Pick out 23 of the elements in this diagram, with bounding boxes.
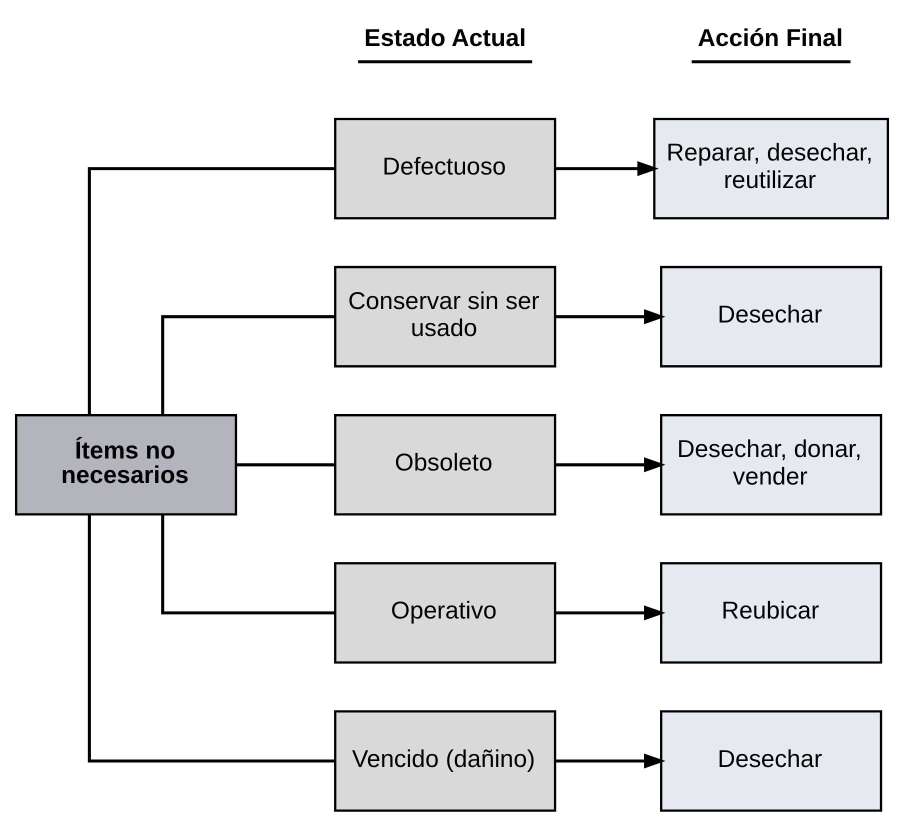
node-box: Defectuoso — [334, 118, 556, 220]
label: Acción Final — [698, 25, 843, 52]
node-box: Reparar, desechar, reutilizar — [653, 118, 890, 220]
arrow — [555, 309, 666, 324]
connector — [88, 515, 335, 763]
node-box: Operativo — [334, 562, 556, 664]
arrow — [555, 457, 666, 472]
arrow — [555, 753, 666, 768]
arrow — [555, 161, 659, 176]
connector — [236, 463, 335, 466]
node-box: Obsoleto — [334, 414, 556, 516]
connector — [161, 315, 336, 416]
arrow — [555, 605, 666, 620]
node-box: Desechar — [660, 266, 882, 368]
node-box: Ítems no necesarios — [14, 414, 238, 516]
node-box: Vencido (dañino) — [334, 710, 556, 812]
connector — [161, 514, 336, 614]
node-box: Conservar sin ser usado — [334, 266, 556, 368]
node-box: Desechar — [660, 710, 882, 812]
node-box: Desechar, donar, vender — [660, 414, 882, 516]
connector — [88, 167, 335, 415]
node-box: Reubicar — [660, 562, 882, 664]
label: Estado Actual — [364, 25, 526, 52]
